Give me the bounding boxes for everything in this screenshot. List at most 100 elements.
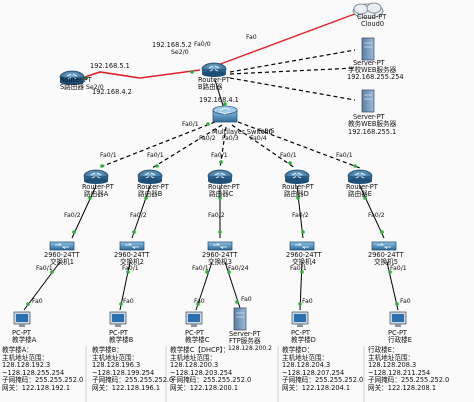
s3-type-label: 2960-24TT xyxy=(202,251,238,259)
link-s4-pcd[interactable] xyxy=(299,261,303,311)
router-s-icon[interactable] xyxy=(59,70,85,85)
ra-type-label: Router-PT xyxy=(82,183,114,191)
pc-e-icon[interactable] xyxy=(389,311,407,327)
pcb-name-label: 教学楼B xyxy=(109,336,134,344)
router-c-icon[interactable] xyxy=(207,169,233,184)
pcd-type-label: PC-PT xyxy=(291,329,310,337)
cloud-fa0-label: Fa0 xyxy=(246,34,257,41)
pce-name-label: 行政楼E xyxy=(388,336,412,344)
note-c-line2: 128.128.200.3 xyxy=(170,361,219,370)
s3-fa01-label: Fa0/1 xyxy=(192,265,209,272)
dashed-links xyxy=(229,49,356,101)
link-b-school-server[interactable] xyxy=(229,49,356,73)
pcd-fa0-label: Fa0 xyxy=(302,298,313,305)
link-s2-pcb[interactable] xyxy=(119,261,131,311)
link-s3-pcc[interactable] xyxy=(195,261,213,311)
ra-name-label: 路由器A xyxy=(84,190,109,198)
pc-d-icon[interactable] xyxy=(291,311,309,327)
link-mls-re[interactable] xyxy=(237,121,361,169)
note-c-line5: 网关：122.128.200.1 xyxy=(170,383,239,392)
switch-host-links xyxy=(23,261,399,311)
link-mls-rd[interactable] xyxy=(231,124,296,169)
rbb-type-label: Router-PT xyxy=(137,183,169,191)
pca-type-label: PC-PT xyxy=(12,329,31,337)
note-b-line4: 子网掩码：255.255.252.0 xyxy=(92,376,174,385)
mls-fa05-label: Fa0/5 xyxy=(258,128,275,135)
multilayer-switch-icon[interactable] xyxy=(212,105,238,123)
s4-name-label: 交换机4 xyxy=(292,258,316,266)
pcd-name-label: 教学楼D xyxy=(291,336,316,344)
note-b-line5: 网关：122.128.196.1 xyxy=(92,383,161,392)
link-rbb-s2[interactable] xyxy=(131,185,151,239)
switch-3-icon[interactable] xyxy=(207,241,233,251)
pc-b-icon[interactable] xyxy=(109,311,127,327)
school-server-ip-label: 192.168.255.254 xyxy=(347,73,404,81)
re-fa02-label: Fa0/2 xyxy=(368,212,385,219)
s5-type-label: 2960-24TT xyxy=(368,251,404,259)
note-e-line1: 主机地址范围： xyxy=(368,353,415,362)
note-e-line4: 子网掩码：255.255.252.0 xyxy=(368,376,450,385)
link-rd-s4[interactable] xyxy=(296,185,304,239)
link-ra-s1[interactable] xyxy=(71,185,97,239)
school-web-server-icon[interactable] xyxy=(361,37,375,61)
rd-fa02-label: Fa0/2 xyxy=(292,212,309,219)
note-c-line4: 子网掩码：255.255.252.0 xyxy=(170,376,252,385)
router-d-icon[interactable] xyxy=(284,169,310,184)
note-e-line2: 128.128.208.3 xyxy=(368,361,417,370)
s2-type-label: 2960-24TT xyxy=(114,251,150,259)
link-status-dots xyxy=(26,70,399,306)
router-e-icon[interactable] xyxy=(347,169,373,184)
link-b-cloud[interactable] xyxy=(214,11,361,67)
link-b-edu-server[interactable] xyxy=(229,77,356,101)
rs-type-label: Router-PT xyxy=(60,76,92,84)
rbb-name-label: 路由器B xyxy=(138,190,163,198)
note-d-title: 教学楼D： xyxy=(282,346,314,354)
rbb-fa02-label: Fa0/2 xyxy=(130,212,147,219)
link-b-mid[interactable] xyxy=(229,67,356,75)
note-a-line1: 主机地址范围： xyxy=(2,353,49,362)
rb-type-label: Router-PT xyxy=(198,76,230,84)
router-b-icon[interactable] xyxy=(201,62,227,77)
switch-5-icon[interactable] xyxy=(371,241,397,251)
note-a-line4: 子网掩码：255.255.252.0 xyxy=(2,376,84,385)
mls-fa03-label: Fa0/3 xyxy=(222,135,239,142)
pc-c-icon[interactable] xyxy=(185,311,203,327)
cloud-type-label: Cloud-PT xyxy=(357,13,387,21)
switch-1-icon[interactable] xyxy=(49,241,75,251)
note-b-line3: ~128.128.199.254 xyxy=(92,368,155,377)
pc-a-icon[interactable] xyxy=(13,311,31,327)
note-dividers xyxy=(85,346,365,402)
link-mls-ra[interactable] xyxy=(97,121,216,169)
switch-2-icon[interactable] xyxy=(119,241,145,251)
mls-type-label: Multilayer Switch0 xyxy=(212,128,273,136)
rd-type-label: Router-PT xyxy=(282,183,314,191)
router-a-icon[interactable] xyxy=(83,169,109,184)
link-re-s5[interactable] xyxy=(359,185,385,239)
link-s1-pca[interactable] xyxy=(23,261,61,311)
cloud-icon[interactable] xyxy=(352,2,384,19)
edu-server-ip-label: 192.168.255.1 xyxy=(348,128,397,136)
serverc-name-label: FTP服务器 xyxy=(229,337,261,345)
note-e-line3: ~128.128.211.254 xyxy=(368,368,431,377)
note-server-ip: 128.128.200.2 xyxy=(228,345,272,353)
s4-fa01-label: Fa0/1 xyxy=(290,265,307,272)
server-c-icon[interactable] xyxy=(233,307,247,331)
switch-4-icon[interactable] xyxy=(289,241,315,251)
cloud-name-label: Cloud0 xyxy=(361,20,385,28)
edu-server-type-label: Server-PT xyxy=(353,113,385,121)
router-switch-links xyxy=(71,185,385,239)
router-bb-icon[interactable] xyxy=(137,169,163,184)
edu-web-server-icon[interactable] xyxy=(361,89,375,113)
note-c-extra: 128.128.200.2 xyxy=(228,345,272,352)
link-s5-pce[interactable] xyxy=(386,261,399,311)
re-type-label: Router-PT xyxy=(346,183,378,191)
edu-server-name-label: 教务WEB服务器 xyxy=(348,120,397,128)
note-a-line5: 网关：122.128.192.1 xyxy=(2,383,71,392)
pca-name-label: 教学楼A xyxy=(12,336,37,344)
pcb-fa0-label: Fa0 xyxy=(123,298,134,305)
s5-name-label: 交换机5 xyxy=(374,258,398,266)
rc-fa01-label: Fa0/1 xyxy=(211,152,228,159)
pcc-fa0-label: Fa0 xyxy=(194,298,205,305)
